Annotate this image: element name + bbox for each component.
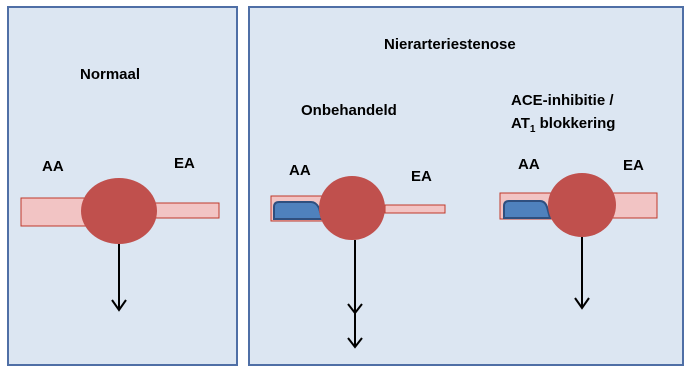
treated-ea-label: EA [623, 157, 644, 174]
untreated-filtration-arrow-head-1 [347, 303, 363, 315]
untreated-stenosis-plaque [273, 201, 324, 220]
untreated-title: Onbehandeld [301, 102, 397, 119]
normal-ea-label: EA [174, 155, 195, 172]
untreated-efferent-arteriole [384, 204, 446, 214]
untreated-glomerulus-group [270, 176, 446, 349]
normal-glomerulus-group [20, 178, 220, 312]
untreated-ea-label: EA [411, 168, 432, 185]
normal-aa-label: AA [42, 158, 64, 175]
untreated-filtration-arrow-head-2 [347, 337, 363, 349]
stenosis-title: Nierarteriestenose [384, 36, 516, 53]
untreated-aa-label: AA [289, 162, 311, 179]
untreated-glomerulus [319, 176, 385, 240]
treated-title-blokkering: blokkering [535, 115, 616, 132]
treated-title-subscript: 1 [529, 124, 536, 135]
treated-glomerulus [548, 173, 616, 237]
treated-efferent-arteriole [611, 192, 658, 219]
normal-glomerulus [81, 178, 157, 244]
normal-efferent-arteriole [149, 202, 220, 219]
treated-title-at: AT [511, 115, 530, 132]
treated-stenosis-plaque [503, 200, 552, 219]
treated-title-line1: ACE-inhibitie / [511, 92, 614, 109]
treated-filtration-arrow-head [574, 297, 590, 310]
normal-title: Normaal [80, 66, 141, 83]
treated-glomerulus-group [499, 173, 658, 310]
treated-title-line2: AT1 blokkering [511, 115, 615, 135]
normal-filtration-arrow-head [111, 299, 127, 312]
treated-aa-label: AA [518, 156, 540, 173]
panel-stenosis [248, 6, 684, 366]
